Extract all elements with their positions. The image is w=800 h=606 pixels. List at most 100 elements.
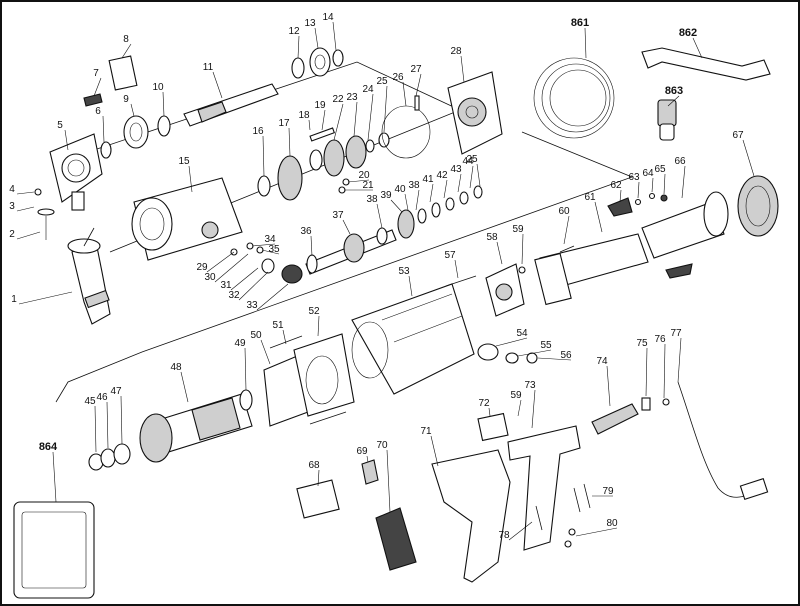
cluster-bearing: [459, 191, 469, 205]
shift-ring: [261, 258, 275, 274]
leader-p27: [415, 73, 422, 97]
leader-p72: [488, 407, 491, 417]
part-label-p40: 40: [394, 184, 406, 195]
armature-fan: [139, 413, 173, 463]
part-label-p67: 67: [732, 130, 744, 141]
leader-p33: [256, 283, 289, 311]
part-label-p19: 19: [314, 100, 326, 111]
gear-washer: [257, 175, 271, 197]
leader-p32: [238, 271, 269, 301]
leader-p2: [16, 231, 41, 240]
leader-p55: [517, 349, 552, 357]
part-label-p21: 21: [362, 180, 374, 191]
part-label-p4: 4: [9, 184, 15, 195]
side-handle-rod: [83, 227, 95, 247]
leader-p23: [353, 101, 358, 137]
plug-77: [739, 477, 769, 501]
part-label-p34: 34: [264, 234, 276, 245]
stator: [293, 333, 355, 417]
label-plate: [108, 55, 138, 91]
part-label-p68: 68: [308, 460, 320, 471]
part-label-p36: 36: [300, 226, 312, 237]
intermediate-gear: [343, 233, 365, 263]
part-label-p52: 52: [308, 306, 320, 317]
part-label-p1: 1: [11, 294, 17, 305]
leader-p26: [402, 81, 407, 107]
part-label-p43: 43: [450, 164, 462, 175]
part-label-p80: 80: [606, 518, 618, 529]
leader-p37: [342, 219, 351, 235]
leader-p6: [102, 115, 105, 143]
leader-p77: [677, 337, 682, 383]
part-label-p53: 53: [398, 266, 410, 277]
spindle-spline: [197, 101, 227, 123]
rear-bearing: [239, 389, 253, 411]
leader-p80: [575, 527, 618, 537]
shift-knob: [281, 264, 303, 284]
switch-72: [477, 412, 509, 442]
needle-bearing: [378, 132, 390, 148]
screw-78: [535, 505, 543, 531]
leader-p35: [261, 249, 280, 255]
leader-p59b: [517, 399, 522, 417]
part-label-p22: 22: [332, 94, 344, 105]
brush-holder: [477, 343, 499, 361]
part-label-p78: 78: [498, 530, 510, 541]
gear-cover-bore: [465, 105, 479, 119]
leader-p13: [314, 27, 319, 49]
part-label-p55: 55: [540, 340, 552, 351]
leader-p75: [645, 347, 648, 397]
part-label-p24: 24: [362, 84, 374, 95]
front-cover-bore: [67, 159, 85, 177]
motor-housing: [351, 283, 475, 395]
gear-housing-group: [131, 71, 503, 261]
spindle-group: [183, 47, 344, 127]
part-label-p11: 11: [203, 62, 214, 73]
leader-p29: [206, 251, 235, 273]
part-label-p31: 31: [220, 280, 232, 291]
leader-p42: [443, 179, 448, 199]
leader-p19: [321, 109, 326, 131]
part-label-p23: 23: [346, 92, 358, 103]
part-label-p39: 39: [380, 190, 392, 201]
part-label-p18: 18: [298, 110, 310, 121]
armature-ring: [113, 443, 131, 465]
part-label-p862: 862: [679, 27, 697, 39]
part-label-p37: 37: [332, 210, 344, 221]
gear-housing-front: [131, 197, 173, 251]
leader-p11: [212, 71, 223, 99]
part-label-p59b: 59: [510, 390, 522, 401]
leader-p39: [390, 199, 403, 213]
carbon-brush: [505, 352, 519, 364]
leader-p9: [130, 103, 135, 117]
cable-coil-mid: [541, 63, 611, 133]
leader-p54: [495, 337, 528, 347]
leader-p38b: [415, 189, 420, 211]
leader-p3: [16, 206, 35, 212]
seal-ring: [100, 141, 112, 159]
leader-p46: [106, 401, 109, 449]
part-label-p35: 35: [268, 244, 280, 255]
stator-screw-lower: [309, 411, 347, 425]
leader-p15: [188, 165, 193, 193]
carry-case-864-lid: [21, 511, 87, 589]
screw-small: [34, 188, 42, 196]
leader-p60: [563, 215, 570, 245]
leader-p62: [619, 189, 622, 203]
leader-p17: [288, 127, 291, 157]
part-label-p9: 9: [123, 94, 129, 105]
chuck-key-863: [657, 99, 677, 127]
long-screw-57: [445, 275, 477, 287]
leader-p70: [386, 449, 391, 513]
leader-p1: [18, 291, 73, 305]
leader-p64: [651, 177, 654, 193]
large-gear: [277, 155, 303, 201]
leader-p10: [162, 91, 165, 117]
leader-p28: [460, 55, 465, 83]
leader-p68: [317, 469, 320, 487]
lock-button: [607, 197, 633, 217]
handle-half-73: [507, 425, 581, 551]
part-label-p49: 49: [234, 338, 246, 349]
